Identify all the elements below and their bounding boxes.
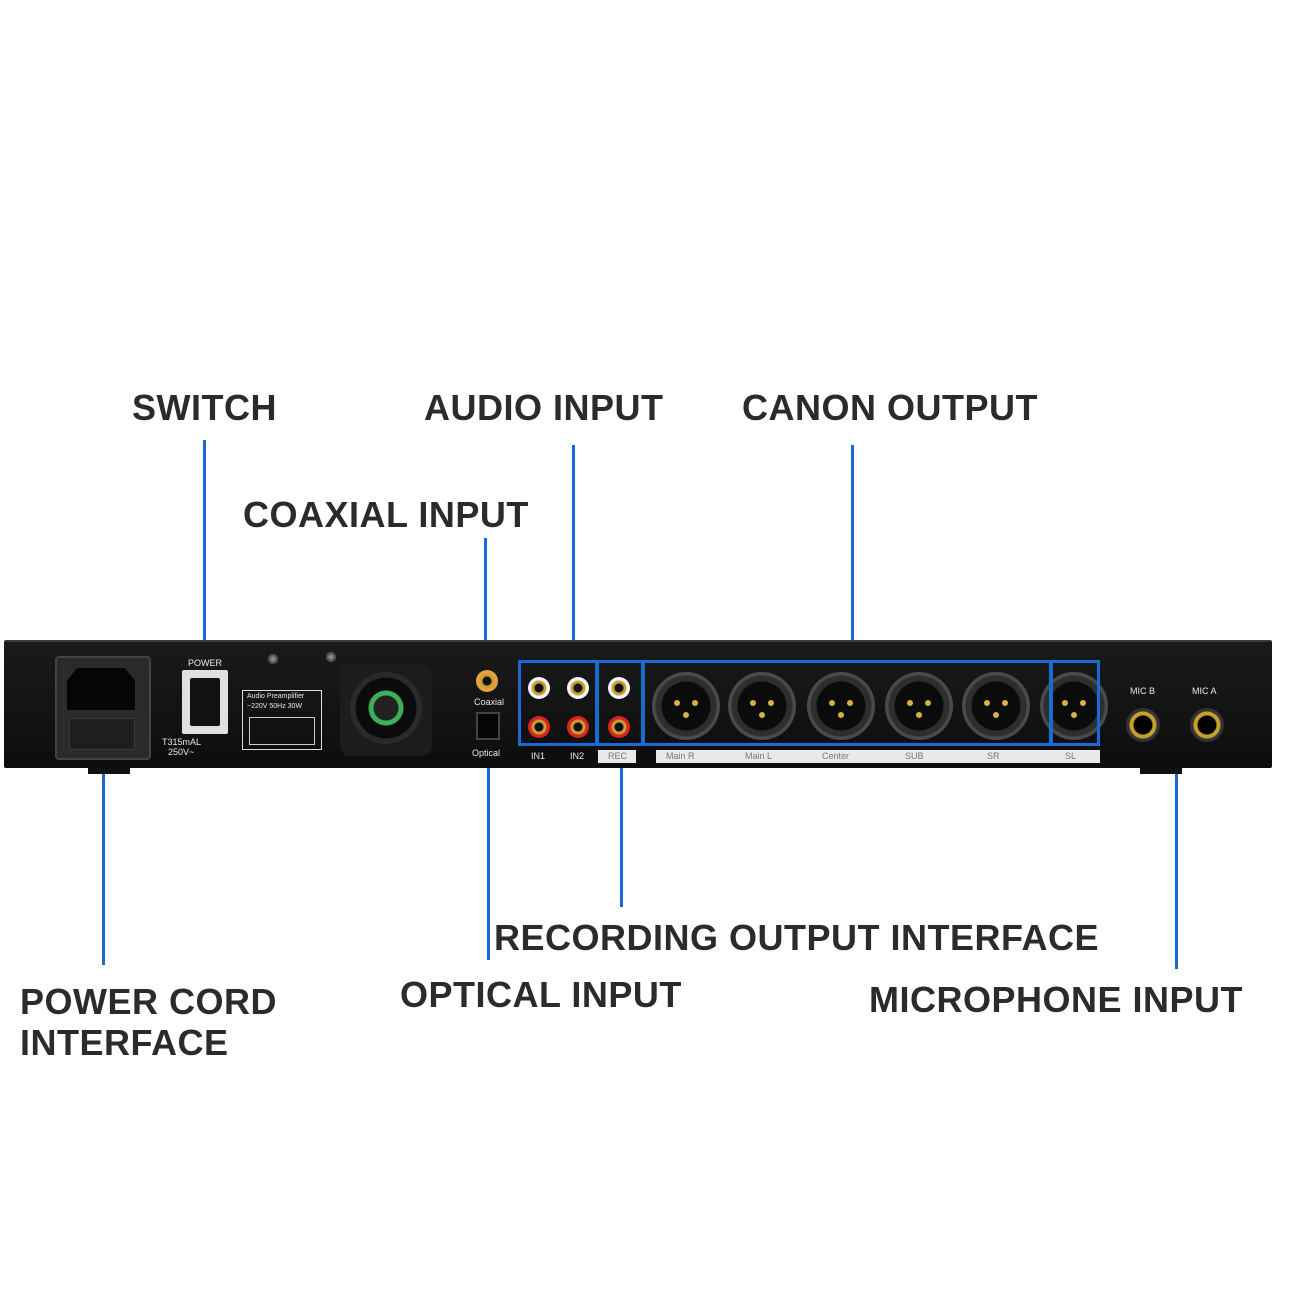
center-label: Center (822, 751, 850, 761)
fuse-rating-line2: 250V~ (168, 747, 195, 757)
coaxial-leader-line (484, 538, 487, 668)
certification-logos (249, 717, 315, 745)
pin (768, 700, 774, 706)
pin (759, 712, 765, 718)
xlr-main-r[interactable] (652, 672, 720, 740)
pin (1062, 700, 1068, 706)
sticker-title: Audio Preamplifier (247, 693, 305, 700)
pin (838, 712, 844, 718)
input-label-strip (598, 750, 636, 763)
coaxial-jack[interactable] (476, 670, 498, 692)
canon-output-callout: CANON OUTPUT (742, 387, 1038, 428)
pin (674, 700, 680, 706)
in1-left-jack[interactable] (528, 677, 550, 699)
optical-port[interactable] (476, 712, 500, 740)
sl-output-highlight (1050, 660, 1100, 746)
in1-right-jack[interactable] (528, 716, 550, 738)
xlr-sub[interactable] (885, 672, 953, 740)
microphone-input-callout: MICROPHONE INPUT (869, 979, 1244, 1020)
in2-label: IN2 (570, 751, 585, 761)
microphone-leader-line (1175, 727, 1178, 969)
pin (692, 700, 698, 706)
fuse-rating-line1: T315mAL (162, 737, 202, 747)
xlr-sr[interactable] (962, 672, 1030, 740)
pin (993, 712, 999, 718)
cooling-fan (340, 664, 432, 756)
recording-output-callout: RECORDING OUTPUT INTERFACE (494, 917, 1100, 958)
switch-callout: SWITCH (132, 387, 277, 428)
output-label-strip (656, 750, 1100, 763)
fuse-holder (69, 718, 135, 750)
pin (1002, 700, 1008, 706)
main-l-label: Main L (745, 751, 773, 761)
rec-left-jack[interactable] (608, 677, 630, 699)
switch-leader-line (203, 440, 206, 660)
in1-label: IN1 (531, 751, 546, 761)
audio-input-highlight (518, 660, 598, 746)
optical-input-callout: OPTICAL INPUT (400, 974, 682, 1015)
power-label: POWER (188, 658, 223, 668)
pin (1080, 700, 1086, 706)
pin (907, 700, 913, 706)
coaxial-label: Coaxial (474, 697, 505, 707)
optical-leader-line (487, 745, 490, 960)
pin (1071, 712, 1077, 718)
sr-label: SR (987, 751, 1000, 761)
fan-grille (350, 672, 422, 744)
screw-fan (326, 652, 336, 662)
pin (829, 700, 835, 706)
rec-label: REC (608, 751, 628, 761)
mic-b-label: MIC B (1130, 686, 1156, 696)
in2-left-jack[interactable] (567, 677, 589, 699)
audio-input-callout: AUDIO INPUT (424, 387, 664, 428)
sl-label: SL (1065, 751, 1077, 761)
screw-top (268, 654, 278, 664)
recording-leader-line (620, 745, 623, 907)
pin (750, 700, 756, 706)
power-cord-leader-line (102, 745, 105, 965)
power-switch-rocker (190, 678, 220, 726)
rec-right-jack[interactable] (608, 716, 630, 738)
sub-label: SUB (905, 751, 924, 761)
pin (847, 700, 853, 706)
canon-output-leader-line (851, 445, 854, 660)
canon-output-highlight (642, 660, 1052, 746)
pin (925, 700, 931, 706)
xlr-center[interactable] (807, 672, 875, 740)
device-foot-right (1140, 766, 1182, 774)
power-cord-callout-line2: INTERFACE (20, 1022, 229, 1063)
pin (683, 712, 689, 718)
optical-label: Optical (472, 748, 501, 758)
recording-output-highlight (596, 660, 644, 746)
power-cord-callout-line1: POWER CORD (20, 981, 277, 1022)
xlr-main-l[interactable] (728, 672, 796, 740)
mic-b-jack[interactable] (1126, 708, 1160, 742)
device-foot-left (88, 766, 130, 774)
coaxial-input-callout: COAXIAL INPUT (243, 494, 529, 535)
rating-sticker: Audio Preamplifier ~220V 50Hz 30W (242, 690, 322, 750)
power-inlet-socket (67, 668, 135, 710)
mic-a-jack[interactable] (1190, 708, 1224, 742)
in2-right-jack[interactable] (567, 716, 589, 738)
audio-input-leader-line (572, 445, 575, 660)
sticker-spec: ~220V 50Hz 30W (247, 703, 303, 710)
pin (916, 712, 922, 718)
pin (984, 700, 990, 706)
mic-a-label: MIC A (1192, 686, 1217, 696)
power-switch[interactable] (182, 670, 228, 734)
main-r-label: Main R (666, 751, 695, 761)
power-inlet[interactable] (55, 656, 151, 760)
